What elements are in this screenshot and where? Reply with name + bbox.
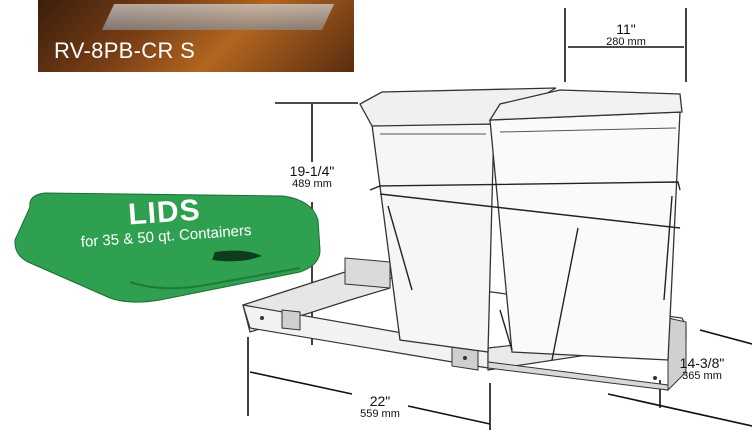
- height-imperial: 19-1/4": [289, 163, 335, 179]
- product-photo: RV-8PB-CR S: [38, 0, 354, 72]
- depth-dimension-label: 22" 559 mm: [340, 394, 420, 420]
- overall-width-imperial: 14-3/8": [679, 355, 725, 371]
- overall-width-metric: 365 mm: [682, 369, 722, 382]
- width-imperial: 11": [616, 21, 636, 37]
- model-number-caption: RV-8PB-CR S: [54, 38, 196, 63]
- side-dimension-top: [699, 329, 752, 345]
- left-bin: [359, 87, 557, 353]
- depth-dimension-left: [249, 371, 353, 395]
- overall-width-dimension-label: 14-3/8" 365 mm: [654, 356, 750, 382]
- width-dimension-label: 11" 280 mm: [578, 22, 674, 48]
- depth-metric: 559 mm: [360, 407, 400, 420]
- side-dimension-bottom: [607, 393, 752, 427]
- depth-dimension-right: [407, 405, 491, 425]
- height-dimension-label: 19-1/4" 489 mm: [270, 164, 354, 190]
- right-bin: [488, 89, 683, 361]
- green-lid: [14, 192, 321, 303]
- wire-basket: [369, 181, 681, 361]
- width-metric: 280 mm: [606, 35, 646, 48]
- height-metric: 489 mm: [292, 177, 332, 190]
- depth-imperial: 22": [369, 393, 391, 409]
